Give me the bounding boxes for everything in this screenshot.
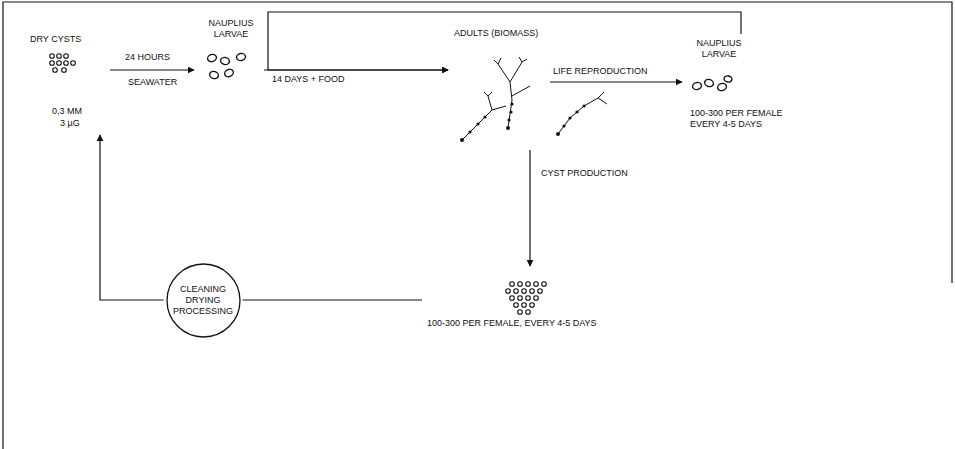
frame [3,2,952,449]
nauplius-icon [207,53,246,80]
flow-arrow [550,81,682,82]
dry-cysts-icon [50,54,76,73]
stage-group: NAUPLIUS LARVAE [200,18,262,88]
flow-arrow [110,69,194,70]
circle-border [167,264,240,337]
node-label: 0,3 MM [52,106,82,117]
annotation: SEAWATER [127,77,178,88]
edge-label: 24 HOURS [124,52,171,63]
node-label: 3 µG [60,118,80,129]
stage-group: ADULTS (BIOMASS) [452,28,548,148]
node-label: CLEANING DRYING PROCESSING [173,284,233,317]
node-label: DRY CYSTS [30,34,81,45]
edge-label: 14 DAYS + FOOD [271,74,346,85]
process-circle: CLEANING DRYING PROCESSING [166,263,241,338]
node-label: 100-300 PER FEMALE EVERY 4-5 DAYS [690,108,798,130]
stage-group: DRY CYSTS 0,3 MM3 µG [28,34,108,131]
flow-arrow [268,12,741,70]
node-label: NAUPLIUS LARVAE [690,38,748,60]
cysts-icon [506,282,547,315]
edge-label: CYST PRODUCTION [540,168,629,179]
nauplius-icon [692,75,733,91]
node-label: 100-300 PER FEMALE, EVERY 4-5 DAYS [427,318,597,329]
stage-group: 100-300 PER FEMALE, EVERY 4-5 DAYS [425,270,620,332]
node-label: ADULTS (BIOMASS) [454,28,538,39]
node-label: NAUPLIUS LARVAE [202,18,260,40]
adult-artemia-dots [460,102,586,142]
flow-arrow [243,299,423,300]
flow-arrow [529,150,530,266]
frame-line [3,2,952,449]
flow-arrow [100,135,164,300]
edge-label: LIFE REPRODUCTION [552,66,649,77]
stage-group: NAUPLIUS LARVAE 100-300 PER FEMALE EVERY … [686,38,798,176]
